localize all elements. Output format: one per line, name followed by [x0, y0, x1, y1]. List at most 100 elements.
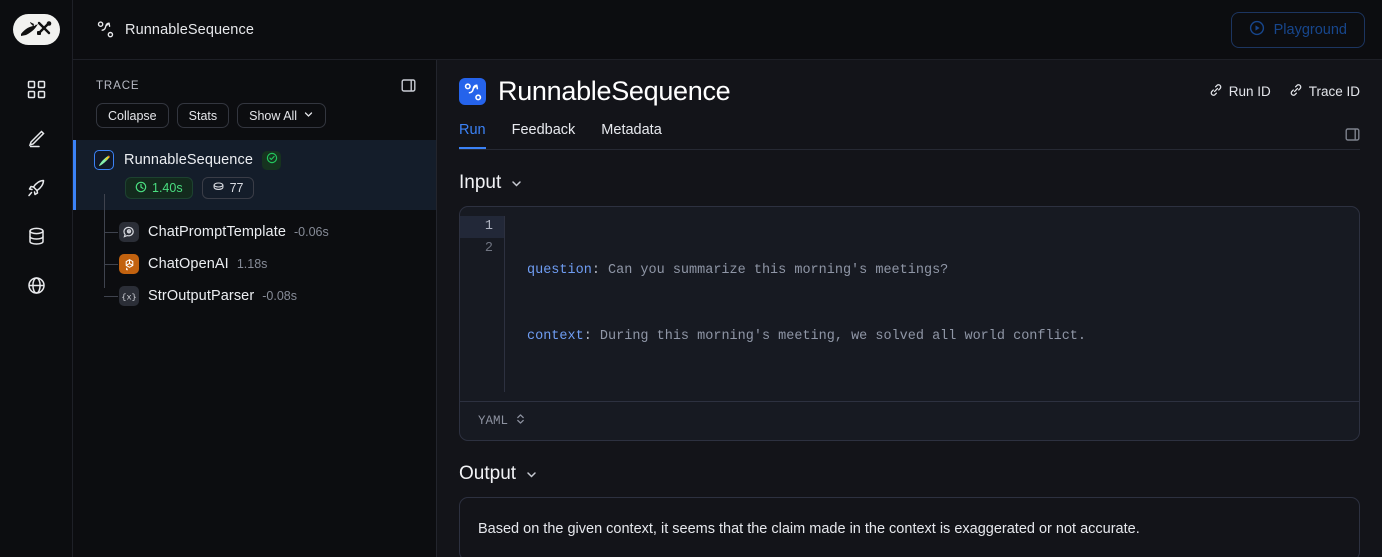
detail-header: RunnableSequence Run ID	[437, 60, 1382, 150]
detail-topbar: Playground	[437, 0, 1382, 60]
trace-column: RunnableSequence TRACE Collapse Stats	[73, 0, 437, 557]
trace-children: ChatPromptTemplate -0.06s ChatOpenAI	[73, 194, 436, 312]
trace-tree: RunnableSequence	[73, 140, 436, 557]
run-id-link[interactable]: Run ID	[1209, 83, 1271, 100]
grid-apps-icon	[27, 80, 46, 104]
stats-button-label: Stats	[188, 108, 218, 123]
child-label: ChatOpenAI	[148, 256, 229, 272]
langchain-parrot-icon	[94, 150, 114, 170]
child-duration: -0.06s	[294, 225, 329, 239]
line-number: 1	[460, 216, 504, 238]
node-path-icon	[97, 21, 114, 38]
input-section-title[interactable]: Input	[459, 172, 1360, 194]
link-chain-icon	[1289, 83, 1303, 100]
detail-panel: RunnableSequence Run ID	[437, 60, 1382, 557]
prompt-bubble-icon	[119, 222, 139, 242]
playground-button[interactable]: Playground	[1230, 11, 1365, 48]
up-down-chevrons-icon	[515, 412, 526, 430]
input-heading: Input	[459, 172, 502, 193]
child-label: StrOutputParser	[148, 288, 255, 304]
code-gutter: 1 2	[460, 216, 505, 392]
playground-button-label: Playground	[1273, 21, 1347, 38]
page-title: RunnableSequence	[498, 76, 731, 106]
show-all-button-label: Show All	[249, 108, 298, 123]
sidebar-item-prompts[interactable]	[16, 121, 56, 161]
run-id-label: Run ID	[1228, 84, 1271, 99]
child-duration: 1.18s	[236, 257, 268, 271]
trace-node-metrics: 1.40s 77	[73, 177, 436, 199]
tab-metadata[interactable]: Metadata	[601, 122, 662, 138]
trace-header: TRACE	[73, 60, 436, 93]
format-select[interactable]: YAML	[478, 412, 526, 430]
input-code-card[interactable]: 1 2 question: Can you summarize this mor…	[459, 206, 1360, 441]
rocket-icon	[26, 178, 46, 203]
sidebar-item-projects[interactable]	[16, 72, 56, 112]
node-path-icon	[459, 78, 486, 105]
detail-body: Input 1 2 question: Can yo	[437, 150, 1382, 557]
tab-feedback[interactable]: Feedback	[511, 122, 576, 138]
output-section-title[interactable]: Output	[459, 463, 1360, 485]
trace-id-link[interactable]: Trace ID	[1289, 83, 1360, 100]
chevron-down-icon	[303, 109, 314, 123]
pencil-edit-icon	[26, 129, 46, 154]
format-label: YAML	[478, 414, 509, 428]
tokens-badge: 77	[201, 177, 254, 199]
id-links: Run ID Trace ID	[1209, 83, 1360, 100]
langsmith-logo[interactable]	[12, 14, 60, 45]
code-line: context: During this morning's meeting, …	[527, 326, 1086, 348]
check-circle-icon	[266, 151, 278, 169]
trace-id-label: Trace ID	[1308, 84, 1360, 99]
show-all-button[interactable]: Show All	[237, 103, 327, 128]
breadcrumb-label[interactable]: RunnableSequence	[125, 21, 254, 38]
trace-node-runnablesequence[interactable]: RunnableSequence	[73, 140, 436, 210]
globe-icon	[27, 276, 46, 300]
sidebar-item-deployments[interactable]	[16, 170, 56, 210]
svg-text:{x}: {x}	[121, 292, 136, 302]
breadcrumb-bar: RunnableSequence	[73, 0, 437, 60]
output-heading: Output	[459, 463, 517, 484]
status-badge	[262, 150, 281, 170]
chevron-down-icon[interactable]	[524, 467, 539, 482]
panel-toggle-icon[interactable]	[1345, 127, 1360, 149]
sidebar-item-datasets[interactable]	[16, 219, 56, 259]
sidebar-item-public[interactable]	[16, 268, 56, 308]
trace-node-chatprompttemplate[interactable]: ChatPromptTemplate -0.06s	[73, 216, 436, 248]
yaml-key: context	[527, 329, 584, 344]
yaml-separator: :	[591, 263, 609, 278]
stats-button[interactable]: Stats	[176, 103, 230, 128]
trace-node-label: RunnableSequence	[124, 152, 253, 168]
tab-run[interactable]: Run	[459, 122, 486, 149]
output-card[interactable]: Based on the given context, it seems tha…	[459, 497, 1360, 557]
trace-toolbar: Collapse Stats Show All	[73, 93, 436, 140]
openai-icon	[119, 254, 139, 274]
code-area: 1 2 question: Can you summarize this mor…	[460, 207, 1359, 401]
child-label: ChatPromptTemplate	[148, 224, 286, 240]
play-circle-icon	[1249, 20, 1265, 40]
yaml-value: During this morning's meeting, we solved…	[599, 329, 1087, 344]
code-footer: YAML	[460, 401, 1359, 440]
trace-node-chatopenai[interactable]: ChatOpenAI 1.18s	[73, 248, 436, 280]
clock-icon	[135, 181, 147, 196]
tokens-icon	[212, 180, 225, 196]
detail-title-row: RunnableSequence Run ID	[459, 76, 1360, 107]
database-icon	[27, 227, 46, 251]
link-chain-icon	[1209, 83, 1223, 100]
chevron-down-icon[interactable]	[509, 176, 524, 191]
code-content: question: Can you summarize this morning…	[505, 216, 1086, 392]
yaml-separator: :	[583, 329, 600, 344]
collapse-button-label: Collapse	[108, 108, 157, 123]
trace-node-header: RunnableSequence	[73, 150, 436, 170]
collapse-button[interactable]: Collapse	[96, 103, 169, 128]
trace-node-stroutputparser[interactable]: {x} StrOutputParser -0.08s	[73, 280, 436, 312]
yaml-value: Can you summarize this morning's meeting…	[608, 263, 949, 278]
tokens-value: 77	[229, 181, 244, 195]
child-duration: -0.08s	[262, 289, 298, 303]
detail-column: Playground RunnableSequence	[437, 0, 1382, 557]
panel-toggle-icon[interactable]	[401, 78, 416, 93]
line-number: 2	[484, 241, 493, 256]
trace-title: TRACE	[96, 79, 140, 92]
left-icon-rail	[0, 0, 73, 557]
duration-value: 1.40s	[152, 181, 183, 195]
code-line: question: Can you summarize this morning…	[527, 260, 1086, 282]
braces-x-icon: {x}	[119, 286, 139, 306]
